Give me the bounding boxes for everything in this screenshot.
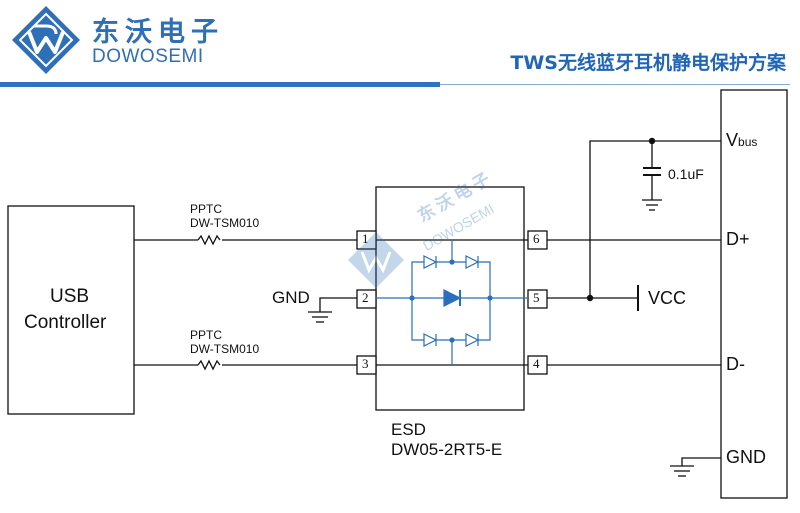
vbus-main: V xyxy=(726,130,739,150)
controller-label-line2: Controller xyxy=(24,312,107,333)
connector-vbus-label: Vbus xyxy=(726,130,757,151)
esd-pin-1: 1 xyxy=(362,231,369,246)
pptc-top-part: DW-TSM010 xyxy=(190,216,260,230)
pptc-bottom-type: PPTC xyxy=(190,328,223,342)
connector-gnd-label: GND xyxy=(726,447,766,467)
capacitor-value: 0.1uF xyxy=(668,166,704,182)
brand-name-en: DOWOSEMI xyxy=(92,46,204,67)
vbus-sub: bus xyxy=(738,135,758,149)
usb-controller-box xyxy=(7,205,135,415)
connector-dminus-label: D- xyxy=(726,354,745,374)
pptc-top-resistor xyxy=(197,234,221,246)
esd-pin-4: 4 xyxy=(533,356,540,371)
dowosemi-logo-icon xyxy=(12,6,80,74)
connector-dplus-label: D+ xyxy=(726,229,750,249)
esd-pin-5: 5 xyxy=(533,290,540,305)
pptc-top-type: PPTC xyxy=(190,202,223,216)
document-title: TWS无线蓝牙耳机静电保护方案 xyxy=(510,52,786,74)
header-divider-thin xyxy=(440,84,790,85)
esd-pin-6: 6 xyxy=(533,231,540,246)
pptc-bottom-part: DW-TSM010 xyxy=(190,342,260,356)
vcc-label: VCC xyxy=(648,288,687,308)
esd-pin-2: 2 xyxy=(362,290,369,305)
header: 东沃电子 DOWOSEMI TWS无线蓝牙耳机静电保护方案 xyxy=(0,0,800,90)
watermark-logo-icon xyxy=(348,232,404,288)
brand-name-cn: 东沃电子 xyxy=(92,17,224,48)
esd-label: ESD xyxy=(391,420,426,439)
esd-pin-3: 3 xyxy=(362,356,369,371)
esd-part-number: DW05-2RT5-E xyxy=(391,440,503,459)
pptc-bottom-resistor xyxy=(197,359,221,371)
connector-box xyxy=(720,89,788,499)
left-gnd-label: GND xyxy=(272,288,310,307)
controller-label-line1: USB xyxy=(50,286,90,307)
header-divider-thick xyxy=(0,82,440,87)
